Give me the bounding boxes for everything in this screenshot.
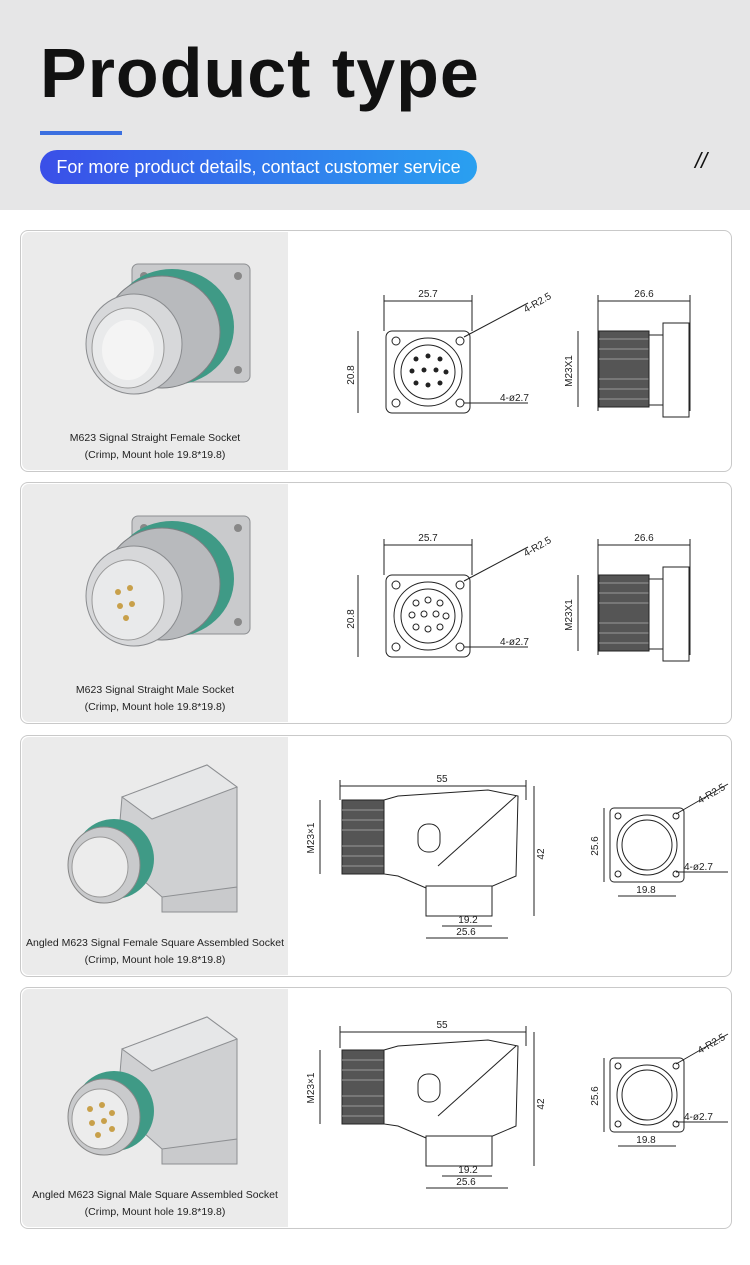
dim-length: 55	[436, 774, 448, 785]
product-spec: (Crimp, Mount hole 19.8*19.8)	[84, 449, 226, 461]
product-caption: M623 Signal Straight Male Socket (Crimp,…	[22, 682, 288, 716]
technical-drawing: 25.7 20.8 4-R2.5 4-ø2.7 26.6 M23X1	[346, 289, 691, 418]
title-underline	[40, 131, 122, 135]
dim-hole: 4-ø2.7	[684, 862, 713, 873]
angled-female-socket-icon	[67, 764, 239, 913]
dim-length: 26.6	[634, 289, 654, 300]
dim-width: 25.7	[418, 533, 438, 544]
product-caption: Angled M623 Signal Male Square Assembled…	[22, 1187, 288, 1221]
product-card-2[interactable]: M623 Signal Straight Male Socket (Crimp,…	[20, 482, 732, 724]
dim-flange-height: 25.6	[590, 1086, 601, 1106]
product-photo: M623 Signal Straight Female Socket (Crim…	[22, 232, 288, 470]
dim-thread: M23X1	[564, 355, 575, 387]
product-photo: Angled M623 Signal Female Square Assembl…	[22, 737, 288, 975]
dim-radius: 4-R2.5	[696, 782, 728, 807]
dim-thread: M23×1	[306, 822, 317, 853]
dim-hole: 4-ø2.7	[684, 1112, 713, 1123]
dim-height: 20.8	[346, 365, 357, 385]
header-banner: Product type For more product details, c…	[0, 0, 750, 210]
product-photo: M623 Signal Straight Male Socket (Crimp,…	[22, 484, 288, 722]
contact-service-pill[interactable]: For more product details, contact custom…	[40, 150, 477, 184]
page-title: Product type	[40, 34, 480, 112]
dim-height: 42	[536, 1098, 547, 1110]
dim-radius: 4-R2.5	[522, 291, 554, 316]
product-spec: (Crimp, Mount hole 19.8*19.8)	[84, 954, 226, 966]
technical-drawing: 55 M23×1 42 19.2 25.6 25.6 19.8 4-R2.5 4…	[306, 1020, 729, 1189]
product-photo: Angled M623 Signal Male Square Assembled…	[22, 989, 288, 1227]
dim-radius: 4-R2.5	[522, 535, 554, 560]
dim-base-outer: 25.6	[456, 927, 476, 938]
dim-flange-hole: 19.8	[636, 1135, 656, 1146]
technical-drawing: 25.7 20.8 4-R2.5 4-ø2.7 26.6 M23X1	[346, 533, 691, 662]
dim-flange-height: 25.6	[590, 836, 601, 856]
product-name: Angled M623 Signal Male Square Assembled…	[32, 1189, 278, 1201]
product-name: M623 Signal Straight Female Socket	[69, 432, 241, 444]
dim-length: 26.6	[634, 533, 654, 544]
dim-base-inner: 19.2	[458, 1165, 478, 1176]
dim-radius: 4-R2.5	[696, 1032, 728, 1057]
slash-mark: //	[695, 148, 708, 173]
product-card-1[interactable]: M623 Signal Straight Female Socket (Crim…	[20, 230, 732, 472]
product-name: Angled M623 Signal Female Square Assembl…	[26, 937, 284, 949]
dim-flange-hole: 19.8	[636, 885, 656, 896]
dim-hole: 4-ø2.7	[500, 393, 529, 404]
dim-width: 25.7	[418, 289, 438, 300]
product-card-4[interactable]: Angled M623 Signal Male Square Assembled…	[20, 987, 732, 1229]
dim-height: 20.8	[346, 609, 357, 629]
product-caption: Angled M623 Signal Female Square Assembl…	[22, 935, 288, 969]
product-spec: (Crimp, Mount hole 19.8*19.8)	[84, 1206, 226, 1218]
dim-base-outer: 25.6	[456, 1177, 476, 1188]
product-spec: (Crimp, Mount hole 19.8*19.8)	[84, 701, 226, 713]
straight-male-socket-icon	[85, 515, 251, 647]
product-caption: M623 Signal Straight Female Socket (Crim…	[22, 430, 288, 464]
product-card-3[interactable]: Angled M623 Signal Female Square Assembl…	[20, 735, 732, 977]
angled-male-socket-icon	[67, 1016, 239, 1165]
dim-thread: M23X1	[564, 599, 575, 631]
dim-height: 42	[536, 848, 547, 860]
straight-female-socket-icon	[85, 263, 251, 395]
dim-length: 55	[436, 1020, 448, 1031]
product-name: M623 Signal Straight Male Socket	[75, 684, 235, 696]
dim-thread: M23×1	[306, 1072, 317, 1103]
dim-base-inner: 19.2	[458, 915, 478, 926]
dim-hole: 4-ø2.7	[500, 637, 529, 648]
technical-drawing: 55 M23×1 42 19.2 25.6 25.6 19.8 4-R2.5 4…	[306, 774, 729, 939]
